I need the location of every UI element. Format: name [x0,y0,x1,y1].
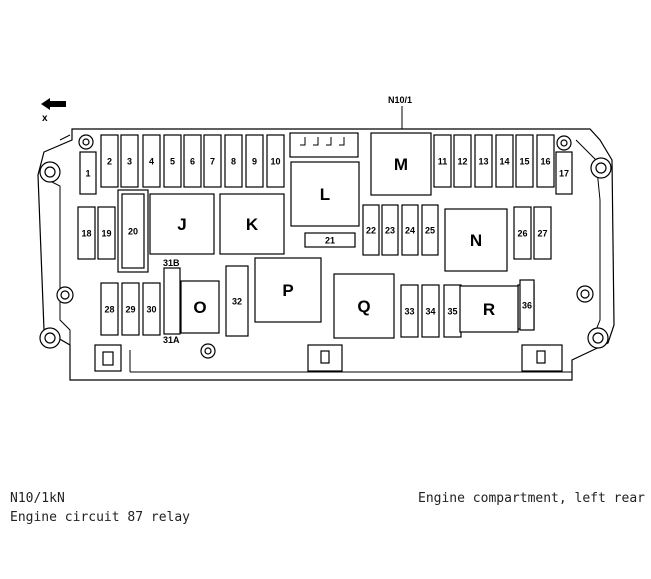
fuse-label-27: 27 [537,229,547,239]
relay-label-m: M [394,155,408,174]
fuse-label-1: 1 [85,169,90,179]
fuse-label-20: 20 [128,227,138,237]
fuse-slot-36 [519,279,535,331]
fuse-label-33: 33 [404,307,414,317]
fuse-label-12: 12 [457,157,467,167]
relay-m [370,132,432,196]
fuse-label-30: 30 [146,305,156,315]
connector-label: N10/1 [388,95,412,105]
relay-label-k: K [246,215,259,234]
fuse-slot-20 [121,193,145,269]
fuse-slot-29 [121,282,140,336]
fuse-label-6: 6 [190,157,195,167]
fuse-label-18: 18 [81,229,91,239]
fuse-label-35: 35 [447,307,457,317]
fuse-label-24: 24 [405,226,415,236]
fuse-slot-14 [495,134,514,188]
fuse-label-22: 22 [366,226,376,236]
fuse-slot-3 [120,134,139,188]
relay-label-l: L [320,185,330,204]
fuse-label-31b: 31B [163,258,180,268]
fuse-slot-22 [362,204,380,256]
fuse-slot-16 [536,134,555,188]
fuse-slot-10 [266,134,285,188]
fuse-slot-32 [225,265,249,337]
fuse-label-29: 29 [125,305,135,315]
fuse-slot-30 [142,282,161,336]
fuse-label-7: 7 [210,157,215,167]
fuse-slot-25 [421,204,439,256]
fuse-slot-7 [203,134,222,188]
fuse-label-14: 14 [499,157,509,167]
fuse-slot-13 [474,134,493,188]
fuse-slot-33 [400,284,419,338]
fuse-slot-27 [533,206,552,260]
fuse-label-9: 9 [252,157,257,167]
fuse-label-16: 16 [540,157,550,167]
fuse-slot-6 [183,134,202,188]
fuse-label-36: 36 [522,301,532,311]
fuse-label-32: 32 [232,297,242,307]
caption-code: N10/1kN [10,491,65,506]
connector-top [289,132,359,158]
fuse-slot-28 [100,282,119,336]
fuse-label-19: 19 [101,229,111,239]
fuse-label-4: 4 [149,157,154,167]
relay-n [444,208,508,272]
fuse-label-11: 11 [438,157,448,167]
relay-label-o: O [193,298,206,317]
fuse-slot-18 [77,206,96,260]
relay-q [333,273,395,339]
relay-label-j: J [177,215,186,234]
relay-label-r: R [483,300,495,319]
caption-description: Engine circuit 87 relay [10,510,191,525]
fuse-slot-11 [433,134,452,188]
fuse-label-34: 34 [425,307,435,317]
fuse-slot-17 [555,151,573,195]
relay-label-n: N [470,231,482,250]
fuse-slot-4 [142,134,161,188]
fuse-slot-19 [97,206,116,260]
fuse-label-26: 26 [517,229,527,239]
fuse-label-10: 10 [270,157,280,167]
fuse-slot-21 [304,232,356,248]
caption-location: Engine compartment, left rear [418,491,645,506]
relay-label-q: Q [357,297,370,316]
fuse-label-25: 25 [425,226,435,236]
fuse-slot-26 [513,206,532,260]
fuse-label-15: 15 [519,157,529,167]
mounting-holes [39,134,612,359]
relay-o [180,280,220,334]
direction-label: x [42,113,48,124]
fuse-label-23: 23 [385,226,395,236]
relay-r [459,285,519,333]
fuse-slot-1 [79,151,97,195]
fuse-slot-15 [515,134,534,188]
fuse-label-17: 17 [559,169,569,179]
fuse-label-2: 2 [107,157,112,167]
fuse-label-31a: 31A [163,335,180,345]
fuse-slot-9 [245,134,264,188]
fuse-slot-2 [100,134,119,188]
fuse-label-13: 13 [478,157,488,167]
relay-k [219,193,285,255]
relay-j [149,193,215,255]
fuse-label-5: 5 [170,157,175,167]
fuse-label-28: 28 [104,305,114,315]
fuse-label-8: 8 [231,157,236,167]
bottom-clips [94,344,563,372]
relay-p [254,257,322,323]
fuse-slot-8 [224,134,243,188]
fuse-slot-23 [381,204,399,256]
direction-arrow-icon [41,98,66,110]
relay-label-p: P [282,281,293,300]
fuse-slot-34 [421,284,440,338]
relay-l [290,161,360,227]
fuse-label-3: 3 [127,157,132,167]
fuse-slot-12 [453,134,472,188]
fuse-label-21: 21 [325,236,335,246]
fuse-slot-24 [401,204,419,256]
fuse-slot-5 [163,134,182,188]
